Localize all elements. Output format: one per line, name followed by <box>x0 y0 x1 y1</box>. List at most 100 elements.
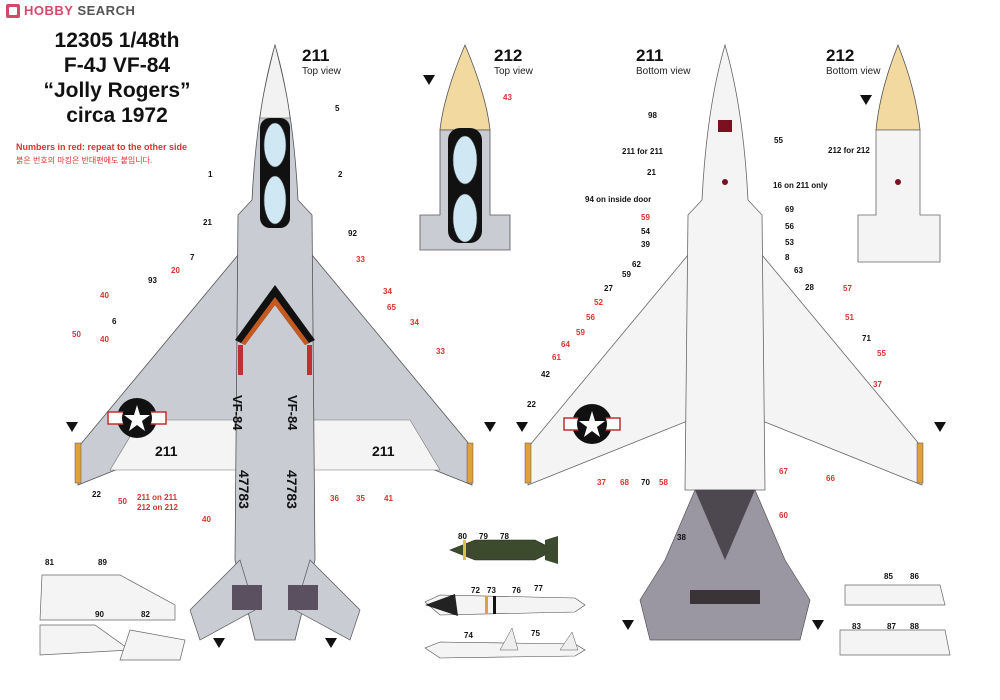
callout-7: 7 <box>190 253 195 262</box>
callout-28: 28 <box>805 283 814 292</box>
callout-43: 43 <box>503 93 512 102</box>
callout-41: 41 <box>384 494 393 503</box>
placement-triangles <box>66 75 946 648</box>
callout-40b: 40 <box>100 335 109 344</box>
callout-62: 62 <box>632 260 641 269</box>
view-label: Top view <box>494 66 533 77</box>
callout-76: 76 <box>512 586 521 595</box>
callout-42: 42 <box>541 370 550 379</box>
callout-64: 64 <box>561 340 570 349</box>
callout-74: 74 <box>464 631 473 640</box>
callout-83: 83 <box>852 622 861 631</box>
callout-212-for-212: 212 for 212 <box>828 146 870 155</box>
tail-code-left: VF-84 <box>230 395 245 431</box>
callout-34b: 34 <box>410 318 419 327</box>
callout-211-for-211: 211 for 211 <box>622 147 663 156</box>
callout-79: 79 <box>479 532 488 541</box>
detail-right-upper <box>844 584 946 606</box>
callout-75: 75 <box>531 629 540 638</box>
callout-85: 85 <box>884 572 893 581</box>
view-label: Top view <box>302 66 341 77</box>
title-line-1: 12305 1/48th <box>54 29 180 52</box>
callout-54: 54 <box>641 227 650 236</box>
callout-50b: 50 <box>118 497 127 506</box>
callout-59b: 59 <box>576 328 585 337</box>
callout-86: 86 <box>910 572 919 581</box>
store-bomb <box>449 536 558 564</box>
view-header-212-top: 212 Top view <box>494 46 533 77</box>
aircraft-bottom-view-211 <box>524 43 924 641</box>
callout-51: 51 <box>845 313 854 322</box>
callout-60: 60 <box>779 511 788 520</box>
title-line-3: “Jolly Rogers” <box>43 79 191 102</box>
title-line-4: circa 1972 <box>66 104 168 127</box>
modex-right-wing: 211 <box>372 443 395 459</box>
callout-93: 93 <box>148 276 157 285</box>
callout-37b: 37 <box>597 478 606 487</box>
view-number: 211 <box>302 46 330 65</box>
callout-71: 71 <box>862 334 871 343</box>
callout-63: 63 <box>794 266 803 275</box>
callout-1: 1 <box>208 170 213 179</box>
callout-67: 67 <box>779 467 788 476</box>
callout-8: 8 <box>785 253 790 262</box>
sheet-title: 12305 1/48th F-4J VF-84 “Jolly Rogers” c… <box>32 28 202 128</box>
callout-39: 39 <box>641 240 650 249</box>
title-line-2: F-4J VF-84 <box>63 54 171 77</box>
callout-40c: 40 <box>202 515 211 524</box>
modex-left-wing: 211 <box>155 443 178 459</box>
red-number-note-korean: 붉은 번호의 마킹은 반대편에도 붙입니다. <box>16 156 153 165</box>
callout-81: 81 <box>45 558 54 567</box>
callout-56: 56 <box>785 222 794 231</box>
callout-2: 2 <box>338 170 343 179</box>
store-missile-lower <box>424 627 586 659</box>
aircraft-top-view-211 <box>74 43 474 641</box>
callout-73: 73 <box>487 586 496 595</box>
callout-5: 5 <box>335 104 340 113</box>
callout-70: 70 <box>641 478 650 487</box>
detail-intake-left-upper <box>39 574 176 621</box>
callout-21b: 21 <box>647 168 656 177</box>
callout-77: 77 <box>534 584 543 593</box>
watermark-search: SEARCH <box>77 3 136 18</box>
callout-6: 6 <box>112 317 117 326</box>
callout-90: 90 <box>95 610 104 619</box>
callout-65: 65 <box>387 303 396 312</box>
red-number-note: Numbers in red: repeat to the other side <box>16 142 188 152</box>
view-header-211-top: 211 Top view <box>302 46 341 77</box>
detail-intake-left-lower <box>39 624 186 661</box>
callout-211-on-211: 211 on 211 <box>137 493 178 502</box>
hobbysearch-logo-icon <box>6 3 20 18</box>
callout-59c: 59 <box>622 270 631 279</box>
aircraft-top-nose-212 <box>419 43 511 251</box>
callout-35: 35 <box>356 494 365 503</box>
view-number: 212 <box>494 46 523 65</box>
hobbysearch-watermark: HOBBY SEARCH <box>6 3 135 18</box>
callout-55b: 55 <box>877 349 886 358</box>
callout-16: 16 on 211 only <box>773 181 828 190</box>
bureau-number-left: 47783 <box>236 470 252 509</box>
callout-40: 40 <box>100 291 109 300</box>
callout-61: 61 <box>552 353 561 362</box>
bureau-number-right: 47783 <box>284 470 300 509</box>
callout-58: 58 <box>659 478 668 487</box>
callout-50: 50 <box>72 330 81 339</box>
callout-22: 22 <box>92 490 101 499</box>
callout-33b: 33 <box>436 347 445 356</box>
callout-53: 53 <box>785 238 794 247</box>
view-number: 211 <box>636 46 664 65</box>
callout-88: 88 <box>910 622 919 631</box>
callout-38: 38 <box>677 533 686 542</box>
callout-52: 52 <box>594 298 603 307</box>
callout-22b: 22 <box>527 400 536 409</box>
view-label: Bottom view <box>636 66 691 77</box>
callout-78: 78 <box>500 532 509 541</box>
view-header-211-bottom: 211 Bottom view <box>636 46 690 77</box>
callout-98: 98 <box>648 111 657 120</box>
callout-89: 89 <box>98 558 107 567</box>
view-header-212-bottom: 212 Bottom view <box>826 46 880 77</box>
watermark-brand: HOBBY <box>24 3 74 18</box>
callout-66: 66 <box>826 474 835 483</box>
callout-34: 34 <box>383 287 392 296</box>
